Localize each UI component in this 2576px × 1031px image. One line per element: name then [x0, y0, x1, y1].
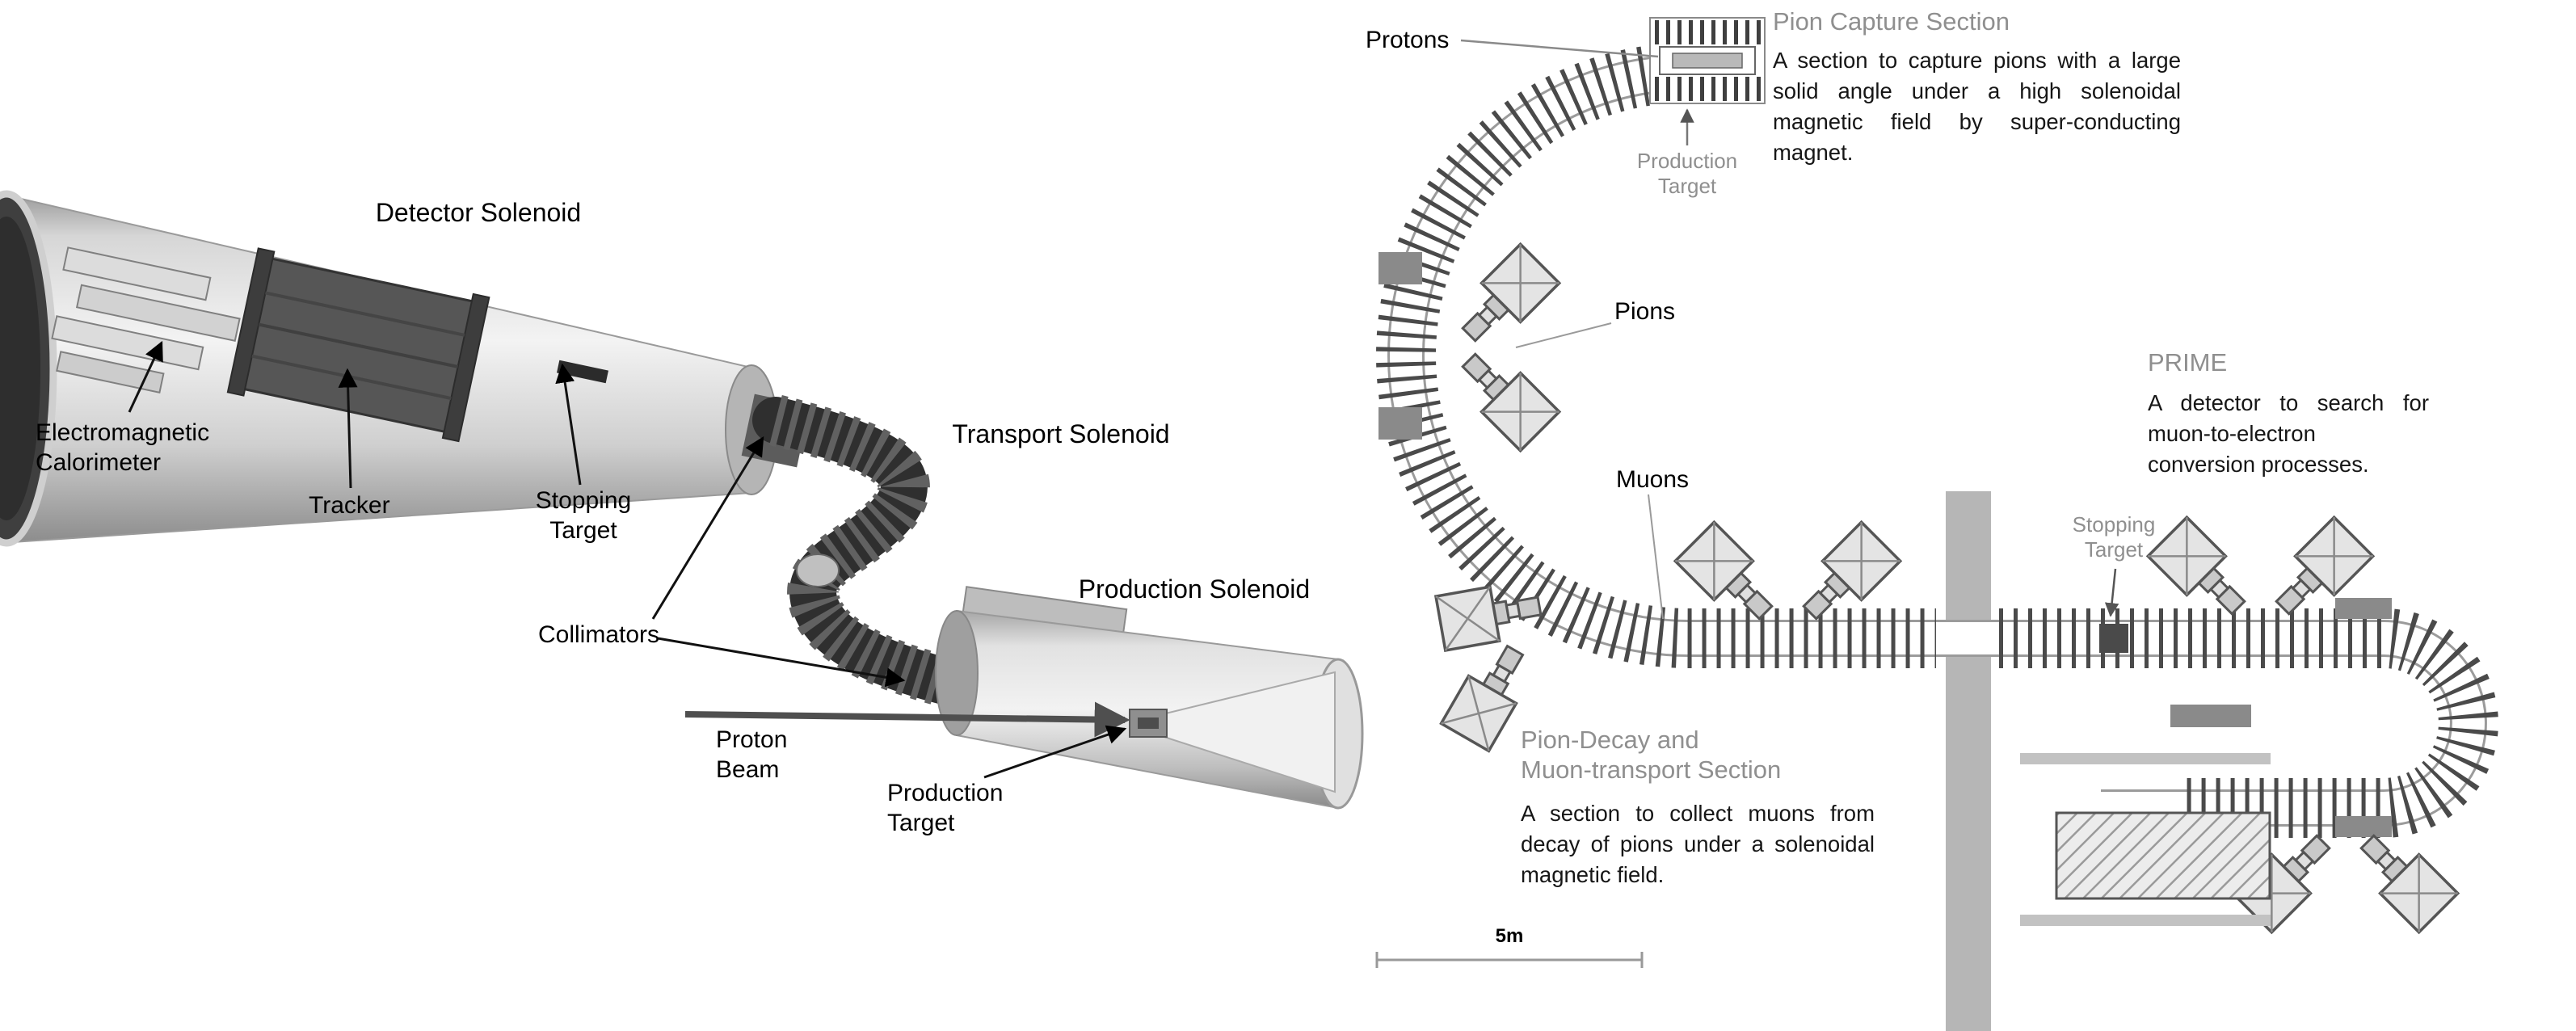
- prime-rail-top: [2020, 753, 2271, 764]
- left-diagram: [0, 190, 1364, 810]
- tracker-graphic: [226, 247, 490, 443]
- em-calorimeter-graphic: [51, 246, 241, 394]
- pion-capture-title: Pion Capture Section: [1773, 7, 2010, 36]
- right-diagram: [1375, 17, 2498, 1031]
- detector-solenoid-graphic: [0, 190, 810, 547]
- stopping-target-leader: [555, 363, 582, 486]
- production-target-label-left: Production Target: [887, 780, 1004, 836]
- muons-label: Muons: [1616, 466, 1690, 493]
- stopping-target-leader-right: [2104, 568, 2119, 617]
- capture-and-transport-ribs: [1376, 43, 1936, 668]
- stopping-target-label-right: Stopping Target: [2072, 512, 2156, 562]
- muon-magnet-pair: [1673, 520, 1902, 633]
- production-target-leader: [983, 725, 1127, 779]
- production-solenoid-graphic: [935, 586, 1364, 810]
- pions-label: Pions: [1614, 298, 1676, 325]
- pion-decay-title: Pion-Decay and Muon-transport Section: [1521, 726, 1782, 784]
- em-calorimeter-label: Electromagnetic Calorimeter: [36, 419, 210, 476]
- right-leader-lines: [1460, 39, 2119, 620]
- collimators-label: Collimators: [538, 621, 660, 648]
- pion-capture-description: A section to capture pions with a large …: [1773, 48, 2181, 165]
- pions-leader: [1515, 322, 1612, 348]
- emcal-leader: [128, 340, 163, 413]
- left-leader-arrows: [128, 340, 1127, 779]
- channel-blocks: [1378, 252, 2392, 837]
- pion-magnet-pair: [1448, 242, 1561, 452]
- transport-collimator-ring: [796, 553, 840, 587]
- tracker-leader: [338, 368, 358, 489]
- protons-label: Protons: [1366, 27, 1450, 53]
- proton-beam-arrow: [684, 701, 1130, 738]
- beam-channel: [1376, 43, 2498, 838]
- detector-solenoid-label: Detector Solenoid: [375, 198, 582, 227]
- tracker-label: Tracker: [309, 492, 390, 519]
- prime-rail-bottom: [2020, 915, 2271, 926]
- muons-leader: [1648, 494, 1664, 620]
- collimator-leader-2: [657, 637, 906, 688]
- proton-beam-label: Proton Beam: [716, 726, 788, 783]
- prime-detector-box: [2055, 811, 2271, 900]
- transport-solenoid-label: Transport Solenoid: [952, 419, 1170, 448]
- protons-leader: [1460, 39, 1659, 58]
- shield-wall: [1946, 491, 1991, 1031]
- prime-description: A detector to search for muon-to-electro…: [2148, 390, 2429, 477]
- prime-title: PRIME: [2148, 348, 2228, 377]
- scale-bar-label: 5m: [1495, 925, 1524, 947]
- pion-decay-description: A section to collect muons from decay of…: [1521, 801, 1875, 887]
- production-solenoid-label: Production Solenoid: [1078, 574, 1311, 604]
- collimator-leader-1: [651, 436, 764, 620]
- stopping-target-label: Stopping Target: [535, 487, 632, 544]
- production-target-assembly: [1649, 17, 1766, 104]
- stopping-target-block: [2099, 624, 2128, 653]
- scale-bar: [1375, 952, 1644, 968]
- transport-solenoid-graphic: [752, 394, 997, 714]
- production-target-label-right: Production Target: [1636, 149, 1738, 199]
